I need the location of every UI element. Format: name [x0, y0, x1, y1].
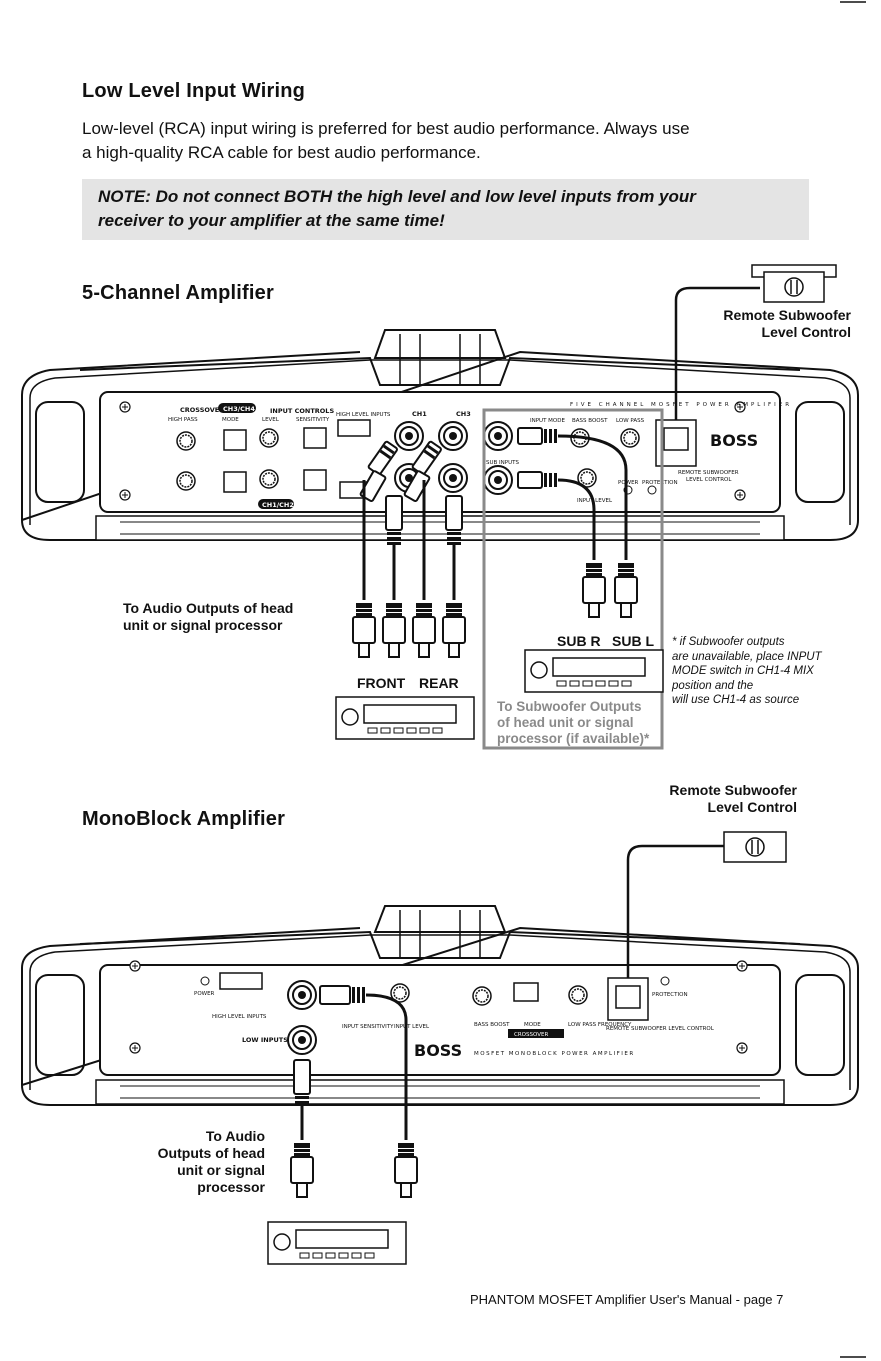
panel-bass-boost: BASS BOOST	[572, 418, 608, 424]
panel-ch3: CH3	[456, 410, 471, 418]
sub-out-line-3: processor (if available)*	[497, 731, 650, 746]
mono-panel-protection: PROTECTION	[652, 992, 688, 998]
panel-sensitivity: SENSITIVITY	[296, 417, 330, 423]
asterisk-line-5: will use CH1-4 as source	[672, 694, 800, 706]
mono-panel-low-inputs: LOW INPUTS	[242, 1036, 288, 1044]
mono-panel-low-pass-freq: LOW PASS FREQUENCY	[568, 1022, 632, 1028]
asterisk-line-3: MODE switch in CH1-4 MIX	[672, 665, 814, 677]
five-audio-out-label: To Audio Outputs of head unit or signal …	[123, 600, 293, 634]
mono-audio-out-line-3: unit or signal	[177, 1162, 265, 1178]
panel-input-level: INPUT LEVEL	[577, 498, 613, 504]
panel-ch1: CH1	[412, 410, 427, 418]
five-remote-line-1: Remote Subwoofer	[723, 307, 851, 323]
intro-text: Low-level (RCA) input wiring is preferre…	[82, 117, 842, 165]
asterisk-line-2: are unavailable, place INPUT	[672, 650, 822, 663]
panel-input-mode: INPUT MODE	[530, 418, 565, 424]
mono-panel-crossover: CROSSOVER	[514, 1032, 548, 1038]
mono-panel-bass-boost: BASS BOOST	[474, 1022, 510, 1028]
panel-mode: MODE	[222, 417, 239, 423]
mono-remote-unit	[723, 831, 787, 863]
mono-panel-remote-sub: REMOTE SUBWOOFER LEVEL CONTROL	[606, 1026, 715, 1032]
panel-high-level-inputs: HIGH LEVEL INPUTS	[336, 412, 391, 418]
panel-banner: FIVE CHANNEL MOSFET POWER AMPLIFIER	[570, 402, 792, 408]
five-audio-out-line-1: To Audio Outputs of head	[123, 600, 294, 616]
panel-ch12: CH1/CH2	[262, 501, 294, 509]
panel-high-pass: HIGH PASS	[168, 417, 198, 423]
rear-label: REAR	[419, 675, 459, 691]
mono-panel-input-sensitivity: INPUT SENSITIVITY	[342, 1024, 394, 1030]
panel-level: LEVEL	[262, 417, 280, 423]
panel-level-control: LEVEL CONTROL	[686, 477, 732, 483]
mono-audio-out-line-4: processor	[197, 1179, 265, 1195]
panel-brand: BOSS	[710, 431, 758, 450]
panel-low-pass: LOW PASS	[616, 418, 645, 424]
five-remote-line-2: Level Control	[761, 324, 851, 340]
sub-out-line-1: To Subwoofer Outputs	[497, 699, 642, 714]
front-label: FRONT	[357, 675, 406, 691]
panel-ch34: CH3/CH4	[223, 405, 255, 413]
panel-sub-inputs: SUB INPUTS	[486, 460, 519, 466]
mono-panel-mode: MODE	[524, 1022, 541, 1028]
note-line-1: NOTE: Do not connect BOTH the high level…	[98, 187, 696, 206]
mono-remote-label: Remote Subwoofer Level Control	[626, 782, 797, 816]
asterisk-line-1: * if Subwoofer outputs	[672, 636, 785, 648]
five-head-unit-front	[335, 696, 475, 740]
mono-audio-out-line-2: Outputs of head	[157, 1145, 265, 1161]
mono-panel-high-level-inputs: HIGH LEVEL INPUTS	[212, 1014, 267, 1020]
mono-panel-banner: MOSFET MONOBLOCK POWER AMPLIFIER	[474, 1051, 635, 1057]
monoblock-title: MonoBlock Amplifier	[82, 808, 286, 830]
sub-l-label: SUB L	[612, 633, 654, 649]
note-box: NOTE: Do not connect BOTH the high level…	[82, 179, 809, 240]
mono-audio-out-label: To Audio Outputs of head unit or signal …	[120, 1128, 265, 1196]
mono-head-unit	[267, 1221, 407, 1265]
five-remote-unit	[751, 264, 837, 303]
sub-out-line-2: of head unit or signal	[497, 715, 634, 730]
mono-audio-out-line-1: To Audio	[205, 1128, 265, 1144]
mono-panel-input-level: INPUT LEVEL	[394, 1024, 430, 1030]
panel-input-controls: INPUT CONTROLS	[270, 407, 334, 415]
intro-line-1: Low-level (RCA) input wiring is preferre…	[82, 119, 690, 138]
panel-protection: PROTECTION	[642, 480, 678, 486]
section-title: Low Level Input Wiring	[82, 80, 306, 102]
asterisk-note: * if Subwoofer outputs are unavailable, …	[672, 635, 822, 708]
sub-out-label: To Subwoofer Outputs of head unit or sig…	[497, 699, 649, 747]
five-channel-amp: CROSSOVER CH3/CH4 INPUT CONTROLS HIGH PA…	[20, 286, 859, 750]
five-head-unit-sub	[524, 649, 664, 693]
note-line-2: receiver to your amplifier at the same t…	[98, 211, 445, 230]
mono-remote-line-2: Level Control	[707, 799, 797, 815]
panel-crossover: CROSSOVER	[180, 406, 224, 414]
page-footer: PHANTOM MOSFET Amplifier User's Manual -…	[470, 1292, 784, 1307]
five-remote-label: Remote Subwoofer Level Control	[680, 307, 851, 341]
monoblock-amp: POWER HIGH LEVEL INPUTS LOW INPUTS INPUT…	[20, 844, 859, 1198]
mono-panel-brand: BOSS	[414, 1041, 462, 1060]
mono-panel-power: POWER	[194, 991, 215, 997]
panel-power: POWER	[618, 480, 639, 486]
intro-line-2: a high-quality RCA cable for best audio …	[82, 143, 481, 162]
mono-remote-line-1: Remote Subwoofer	[669, 782, 797, 798]
panel-remote-sub: REMOTE SUBWOOFER	[678, 470, 739, 476]
five-audio-out-line-2: unit or signal processor	[123, 617, 283, 633]
asterisk-line-4: position and the	[672, 679, 754, 692]
sub-r-label: SUB R	[557, 633, 601, 649]
five-channel-title: 5-Channel Amplifier	[82, 282, 274, 304]
